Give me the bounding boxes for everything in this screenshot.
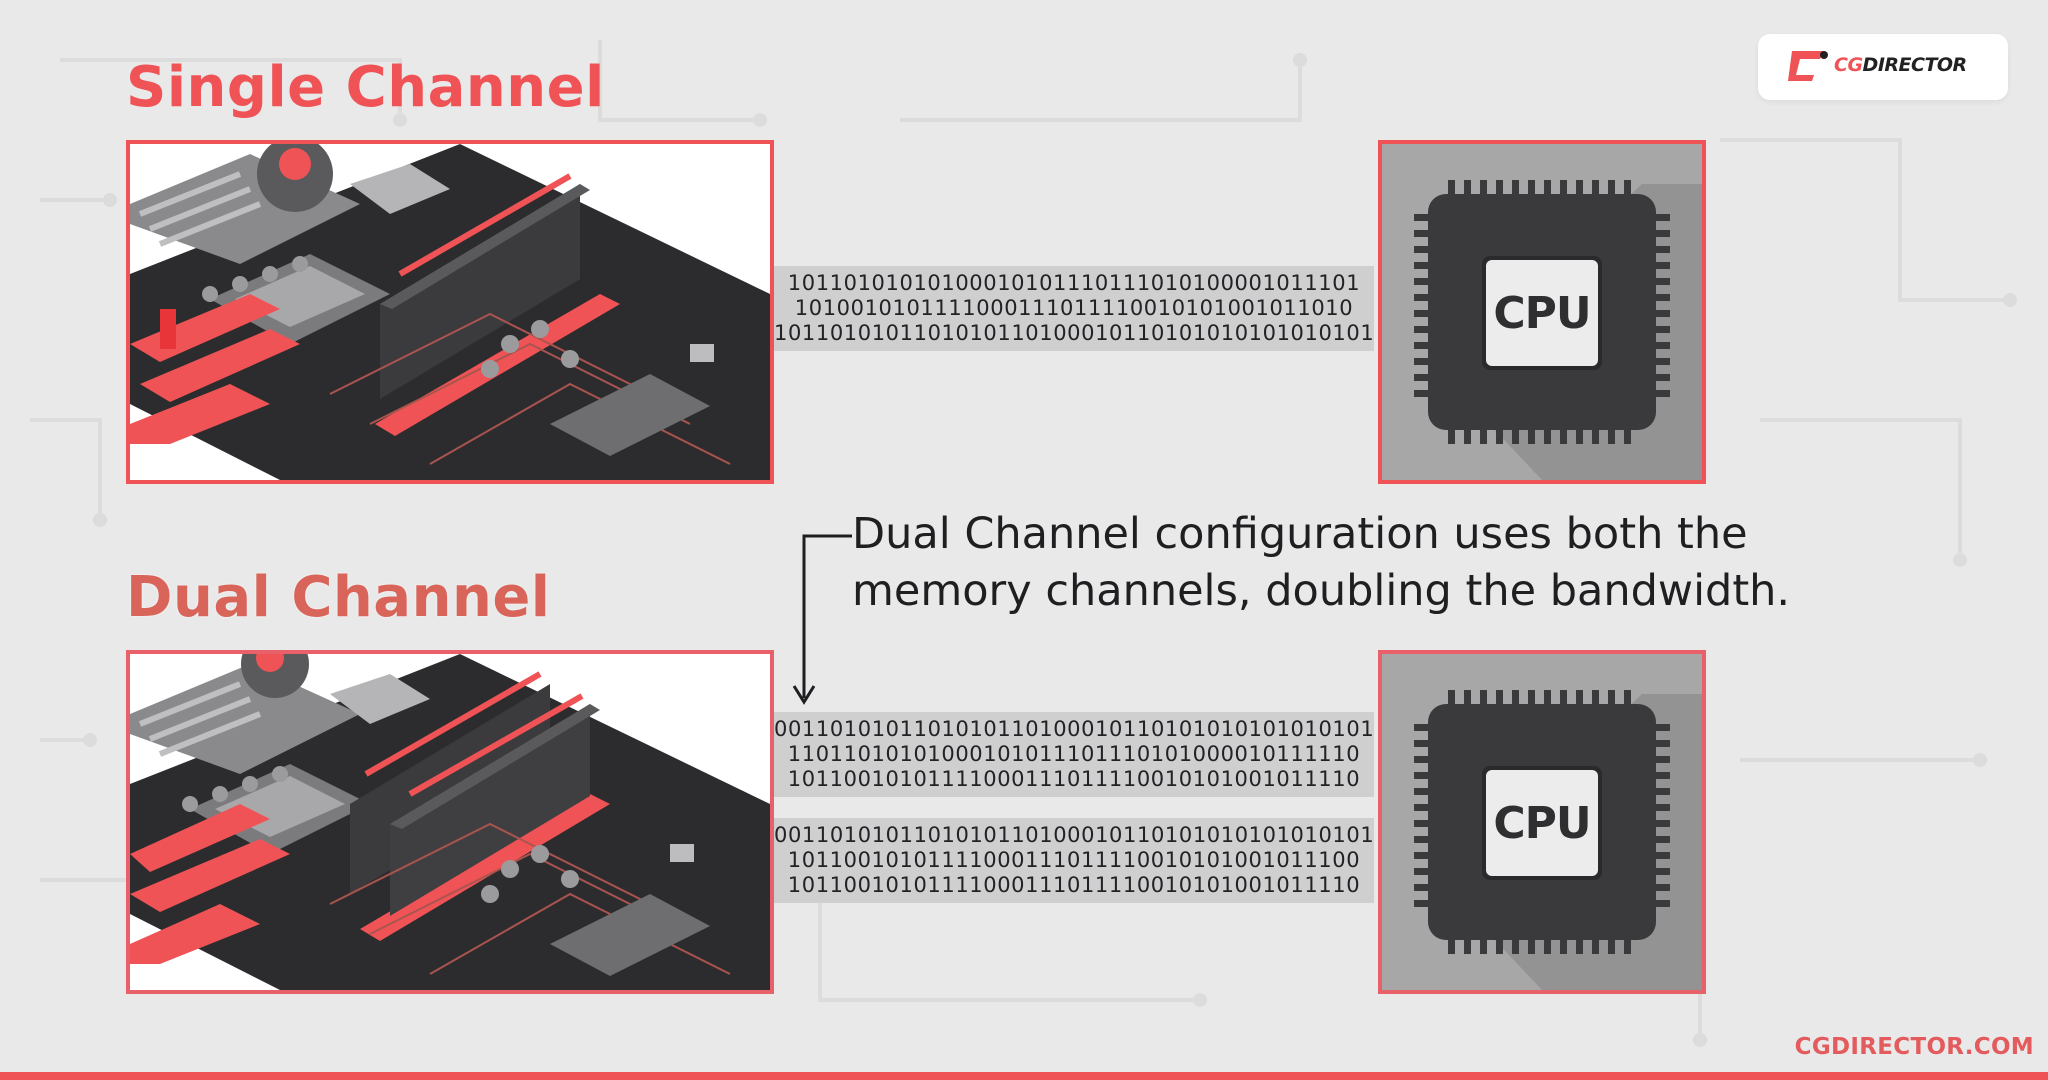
dual-channel-data-stream-2: 0011010101101010110100010110101010101010…: [774, 818, 1374, 903]
cgdirector-logo-icon: [1788, 51, 1828, 81]
single-channel-data-stream: 1011010101010001010111011101010000101110…: [774, 266, 1374, 351]
data-line: 0011010101101010110100010110101010101010…: [774, 823, 1375, 847]
dual-channel-callout: Dual Channel configuration uses both the…: [852, 506, 1972, 620]
logo-text: CGDIRECTOR: [1834, 54, 1967, 76]
single-channel-title: Single Channel: [126, 55, 605, 120]
single-channel-cpu: CPU: [1378, 140, 1706, 484]
cpu-chip-icon: [1414, 180, 1702, 480]
data-line: 1011010101010001010111011101010000101110…: [787, 271, 1361, 295]
dual-channel-cpu: CPU: [1378, 650, 1706, 994]
bottom-accent-bar: [0, 1072, 2048, 1080]
data-line: 1011001010111100011101111001010100101111…: [787, 767, 1361, 791]
callout-line-2: memory channels, doubling the bandwidth.: [852, 566, 1791, 616]
motherboard-illustration: [130, 144, 770, 480]
data-line: 1011001010111100011101111001010100101110…: [787, 848, 1361, 872]
data-line: 1011001010111100011101111001010100101111…: [787, 873, 1361, 897]
single-channel-motherboard: [126, 140, 774, 484]
site-url: CGDIRECTOR.COM: [1794, 1034, 2034, 1060]
data-line: 1010010101111000111011110010101001011010: [794, 296, 1354, 320]
callout-line-1: Dual Channel configuration uses both the: [852, 509, 1748, 559]
cpu-label: CPU: [1493, 287, 1591, 339]
motherboard-illustration: [130, 654, 770, 990]
cpu-chip-icon: [1414, 690, 1702, 990]
dual-channel-data-stream-1: 0011010101101010110100010110101010101010…: [774, 712, 1374, 797]
dual-channel-motherboard: [126, 650, 774, 994]
logo-text-prefix: CG: [1834, 54, 1863, 76]
logo-text-suffix: DIRECTOR: [1862, 54, 1968, 76]
data-line: 0011010101101010110100010110101010101010…: [774, 717, 1375, 741]
logo: CGDIRECTOR: [1758, 34, 2008, 100]
callout-arrow-icon: [792, 534, 852, 705]
data-line: 1101101010100010101110111010100001011111…: [787, 742, 1361, 766]
data-line: 1011010101101010110100010110101010101010…: [774, 321, 1375, 345]
cpu-label: CPU: [1493, 797, 1591, 849]
dual-channel-title: Dual Channel: [126, 565, 551, 630]
